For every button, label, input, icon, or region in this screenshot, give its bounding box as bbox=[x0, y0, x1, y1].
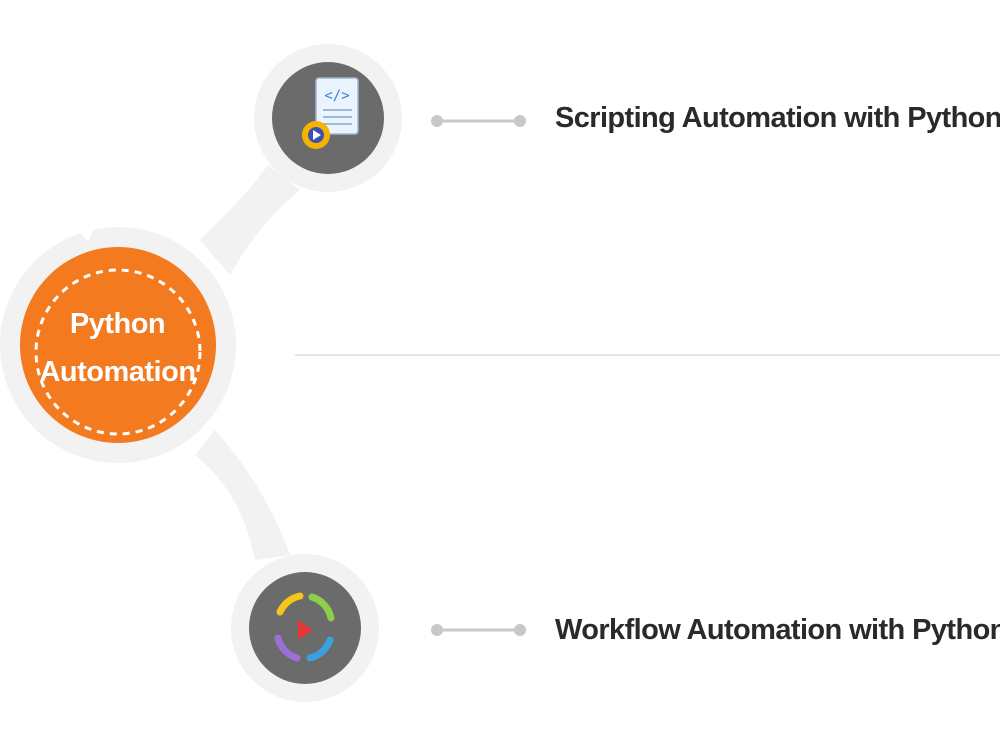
hub-label-line2: Automation bbox=[39, 356, 196, 388]
code-document-gear-icon: </> bbox=[302, 77, 359, 149]
cycle-arrows-play-icon bbox=[274, 592, 335, 662]
top-connector bbox=[431, 115, 526, 127]
hub-label-line1: Python bbox=[69, 308, 166, 340]
svg-text:</>: </> bbox=[324, 88, 349, 104]
hub-circle bbox=[20, 247, 216, 443]
node-label-workflow: Workflow Automation with Python bbox=[555, 614, 1000, 646]
hub-label: Python Automation bbox=[20, 300, 215, 396]
node-label-scripting: Scripting Automation with Python bbox=[555, 102, 1000, 134]
hub-arrow-icon bbox=[80, 226, 95, 242]
hub-dashed-ring bbox=[34, 268, 202, 436]
bottom-connector bbox=[431, 624, 526, 636]
